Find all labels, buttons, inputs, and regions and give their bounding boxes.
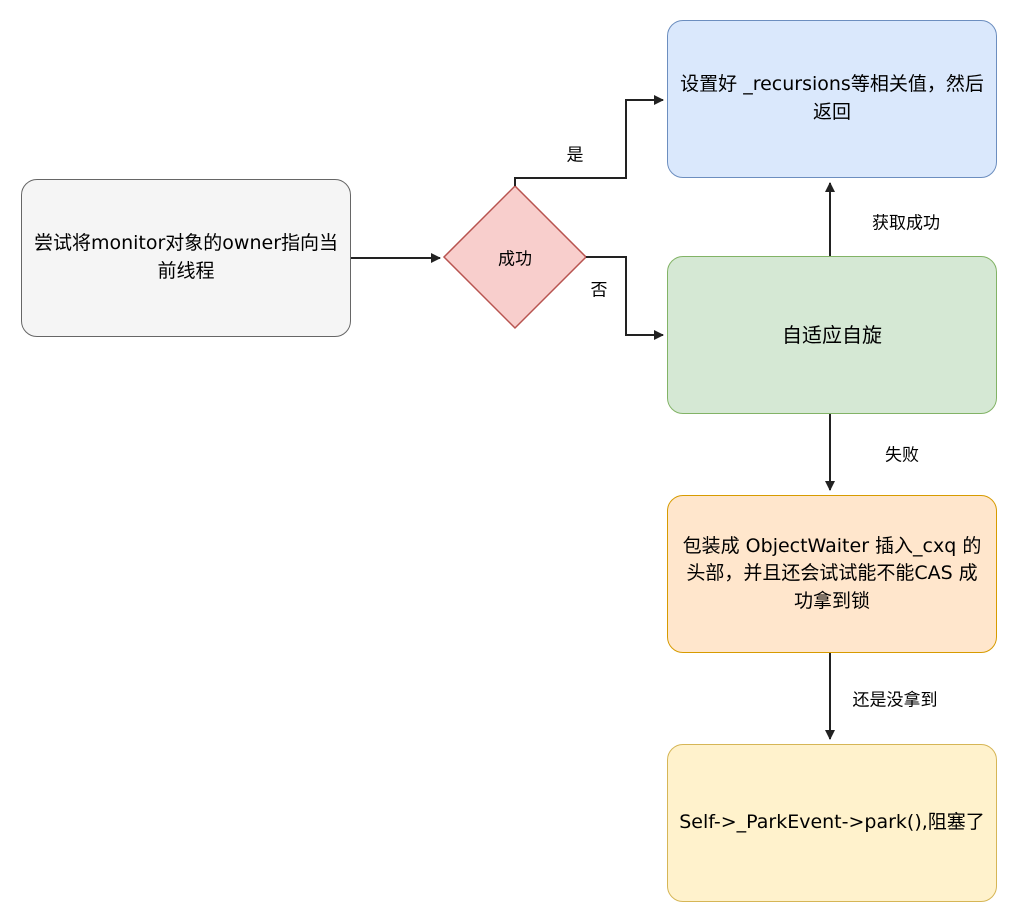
park-node: Self->_ParkEvent->park(),阻塞了 [667, 744, 997, 902]
edge-yes-to-success [514, 95, 664, 186]
wrap-node: 包装成 ObjectWaiter 插入_cxq 的头部，并且还会试试能不能CAS… [667, 495, 997, 653]
spin-node-text: 自适应自旋 [782, 322, 882, 347]
edge-label-failed: 失败 [885, 445, 919, 466]
edge-label-no: 否 [590, 280, 608, 301]
edge-label-acquired: 获取成功 [872, 213, 940, 234]
success-node: 设置好 _recursions等相关值，然后返回 [667, 20, 997, 178]
park-node-text: Self->_ParkEvent->park(),阻塞了 [679, 811, 985, 834]
edge-label-yes: 是 [566, 145, 584, 166]
decision-label: 成功 [498, 249, 532, 270]
decision-diamond [442, 184, 588, 330]
start-node-text: 尝试将monitor对象的owner指向当前线程 [33, 232, 339, 282]
wrap-node-text: 包装成 ObjectWaiter 插入_cxq 的头部，并且还会试试能不能CAS… [682, 534, 982, 612]
success-node-text: 设置好 _recursions等相关值，然后返回 [680, 73, 984, 123]
spin-node: 自适应自旋 [667, 256, 997, 414]
edge-no-to-spin [586, 256, 664, 340]
edge-label-still-not: 还是没拿到 [852, 690, 938, 711]
start-node: 尝试将monitor对象的owner指向当前线程 [21, 179, 351, 337]
